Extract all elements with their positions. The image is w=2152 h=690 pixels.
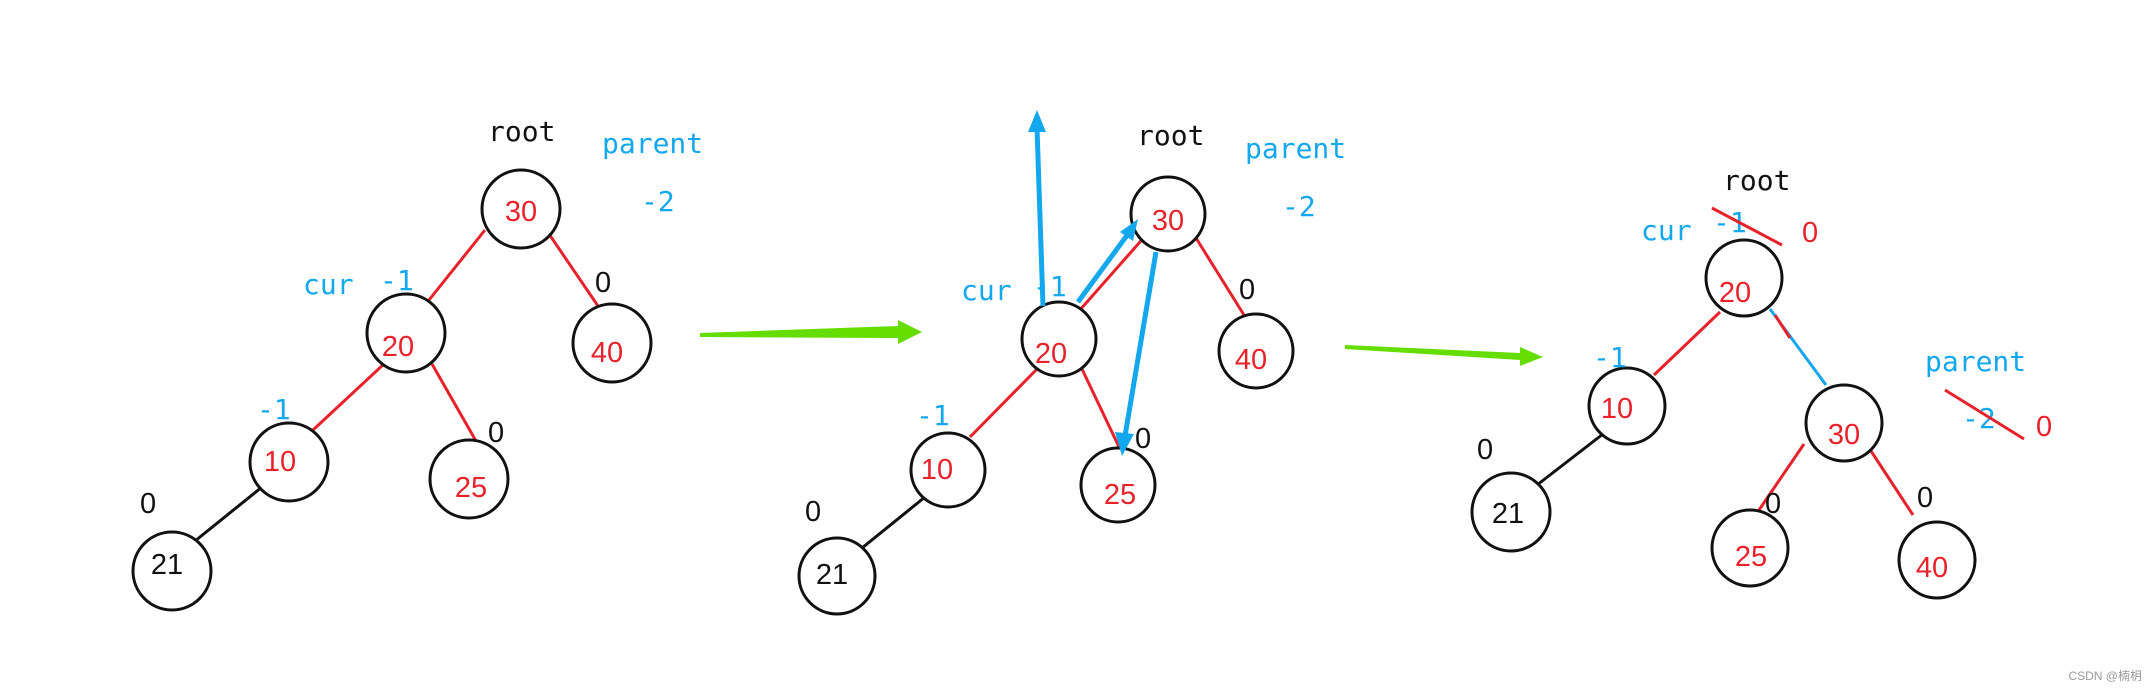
node25-bf: 0 [1135,423,1151,455]
cur-label: cur [303,268,354,301]
up-arrow-head [1028,110,1046,132]
svg-text:40: 40 [591,337,623,369]
parent-bf-strike [1944,388,2025,441]
panel-1: 30 20 40 10 25 21 root parent -2 cur -1 … [131,115,703,612]
node25-bf: 0 [1765,488,1781,520]
node-40: 40 [1217,312,1295,390]
node10-bf: -1 [916,399,950,432]
parent-label: parent [1245,132,1346,165]
svg-text:21: 21 [1492,498,1524,530]
node-10: 10 [248,421,330,503]
cur-to-parent-arrow-head [1120,219,1138,241]
cur-new-bf: 0 [1802,217,1818,249]
node-20: 20 [1704,238,1784,318]
transition-arrow-2 [1345,345,1543,366]
parent-bf: -2 [1282,190,1316,223]
root-label: root [1137,119,1204,152]
panel-3: 20 10 30 21 25 40 root cur -1 0 -1 0 par… [1470,164,2052,600]
node-21: 21 [797,536,877,616]
node-10: 10 [909,431,987,509]
edge-20-30-red [1773,314,1792,339]
node10-bf: -1 [257,393,291,426]
edge-10-21 [1536,432,1604,487]
edge-30-25 [1757,443,1806,511]
edge-10-21 [861,495,926,550]
edge-30-40 [1194,237,1246,316]
root-label: root [488,115,555,148]
svg-text:25: 25 [1735,541,1767,573]
edge-20-10 [1652,310,1722,377]
node-10: 10 [1587,366,1667,446]
edge-20-10 [968,365,1041,439]
node-25: 25 [1710,508,1790,588]
edge-30-40 [1869,450,1915,516]
svg-text:20: 20 [1719,277,1751,309]
svg-text:20: 20 [1035,338,1067,370]
cur-label: cur [961,274,1012,307]
node-21: 21 [1470,471,1552,553]
svg-text:10: 10 [1601,393,1633,425]
node-20: 20 [1020,300,1098,378]
node21-bf: 0 [805,496,821,528]
edge-10-21 [194,485,263,543]
rotation-arrows [1028,110,1159,456]
node-40: 40 [571,302,653,384]
node40-bf: 0 [595,267,611,299]
svg-text:25: 25 [455,472,487,504]
node-30: 30 [480,168,562,250]
node-21: 21 [131,530,213,612]
node-25: 25 [428,438,510,520]
parent-to-25-arrow [1122,251,1159,437]
parent-label: parent [1925,345,2026,378]
svg-text:40: 40 [1916,552,1948,584]
svg-text:21: 21 [816,559,848,591]
svg-text:10: 10 [264,446,296,478]
svg-text:30: 30 [1828,419,1860,451]
cur-to-parent-arrow [1075,232,1131,304]
root-label: root [1723,164,1790,197]
node21-bf: 0 [1477,434,1493,466]
edge-20-25 [430,363,478,442]
svg-text:25: 25 [1104,479,1136,511]
panel-2: 30 20 40 10 25 21 [797,110,1346,616]
svg-text:40: 40 [1235,344,1267,376]
up-arrow [1034,127,1046,307]
watermark: CSDN @楠枂 [2068,669,2142,683]
parent-new-bf: 0 [2036,411,2052,443]
node40-bf: 0 [1239,274,1255,306]
svg-text:30: 30 [505,196,537,228]
node10-bf: -1 [1593,341,1627,374]
node-25: 25 [1079,446,1157,524]
edge-20-10 [311,361,387,432]
edge-30-40 [547,233,600,307]
edge-20-25 [1080,368,1122,450]
node40-bf: 0 [1917,482,1933,514]
svg-text:30: 30 [1152,205,1184,237]
svg-text:10: 10 [921,454,953,486]
parent-label: parent [602,127,703,160]
edge-30-20 [1077,233,1149,312]
transition-arrow-1 [700,320,922,344]
parent-bf: -2 [641,185,675,218]
node-20: 20 [365,292,447,374]
parent-to-25-arrow-head [1115,432,1134,456]
cur-label: cur [1641,214,1692,247]
node-30: 30 [1129,175,1207,253]
node-30: 30 [1804,383,1884,463]
node-40: 40 [1897,520,1977,600]
svg-text:20: 20 [382,331,414,363]
edge-30-20 [423,229,487,306]
cur-bf: -1 [380,264,414,297]
cur-bf: -1 [1033,270,1067,303]
node25-bf: 0 [488,417,504,449]
cur-bf-strike [1711,206,1783,247]
svg-text:21: 21 [151,549,183,581]
node21-bf: 0 [140,488,156,520]
